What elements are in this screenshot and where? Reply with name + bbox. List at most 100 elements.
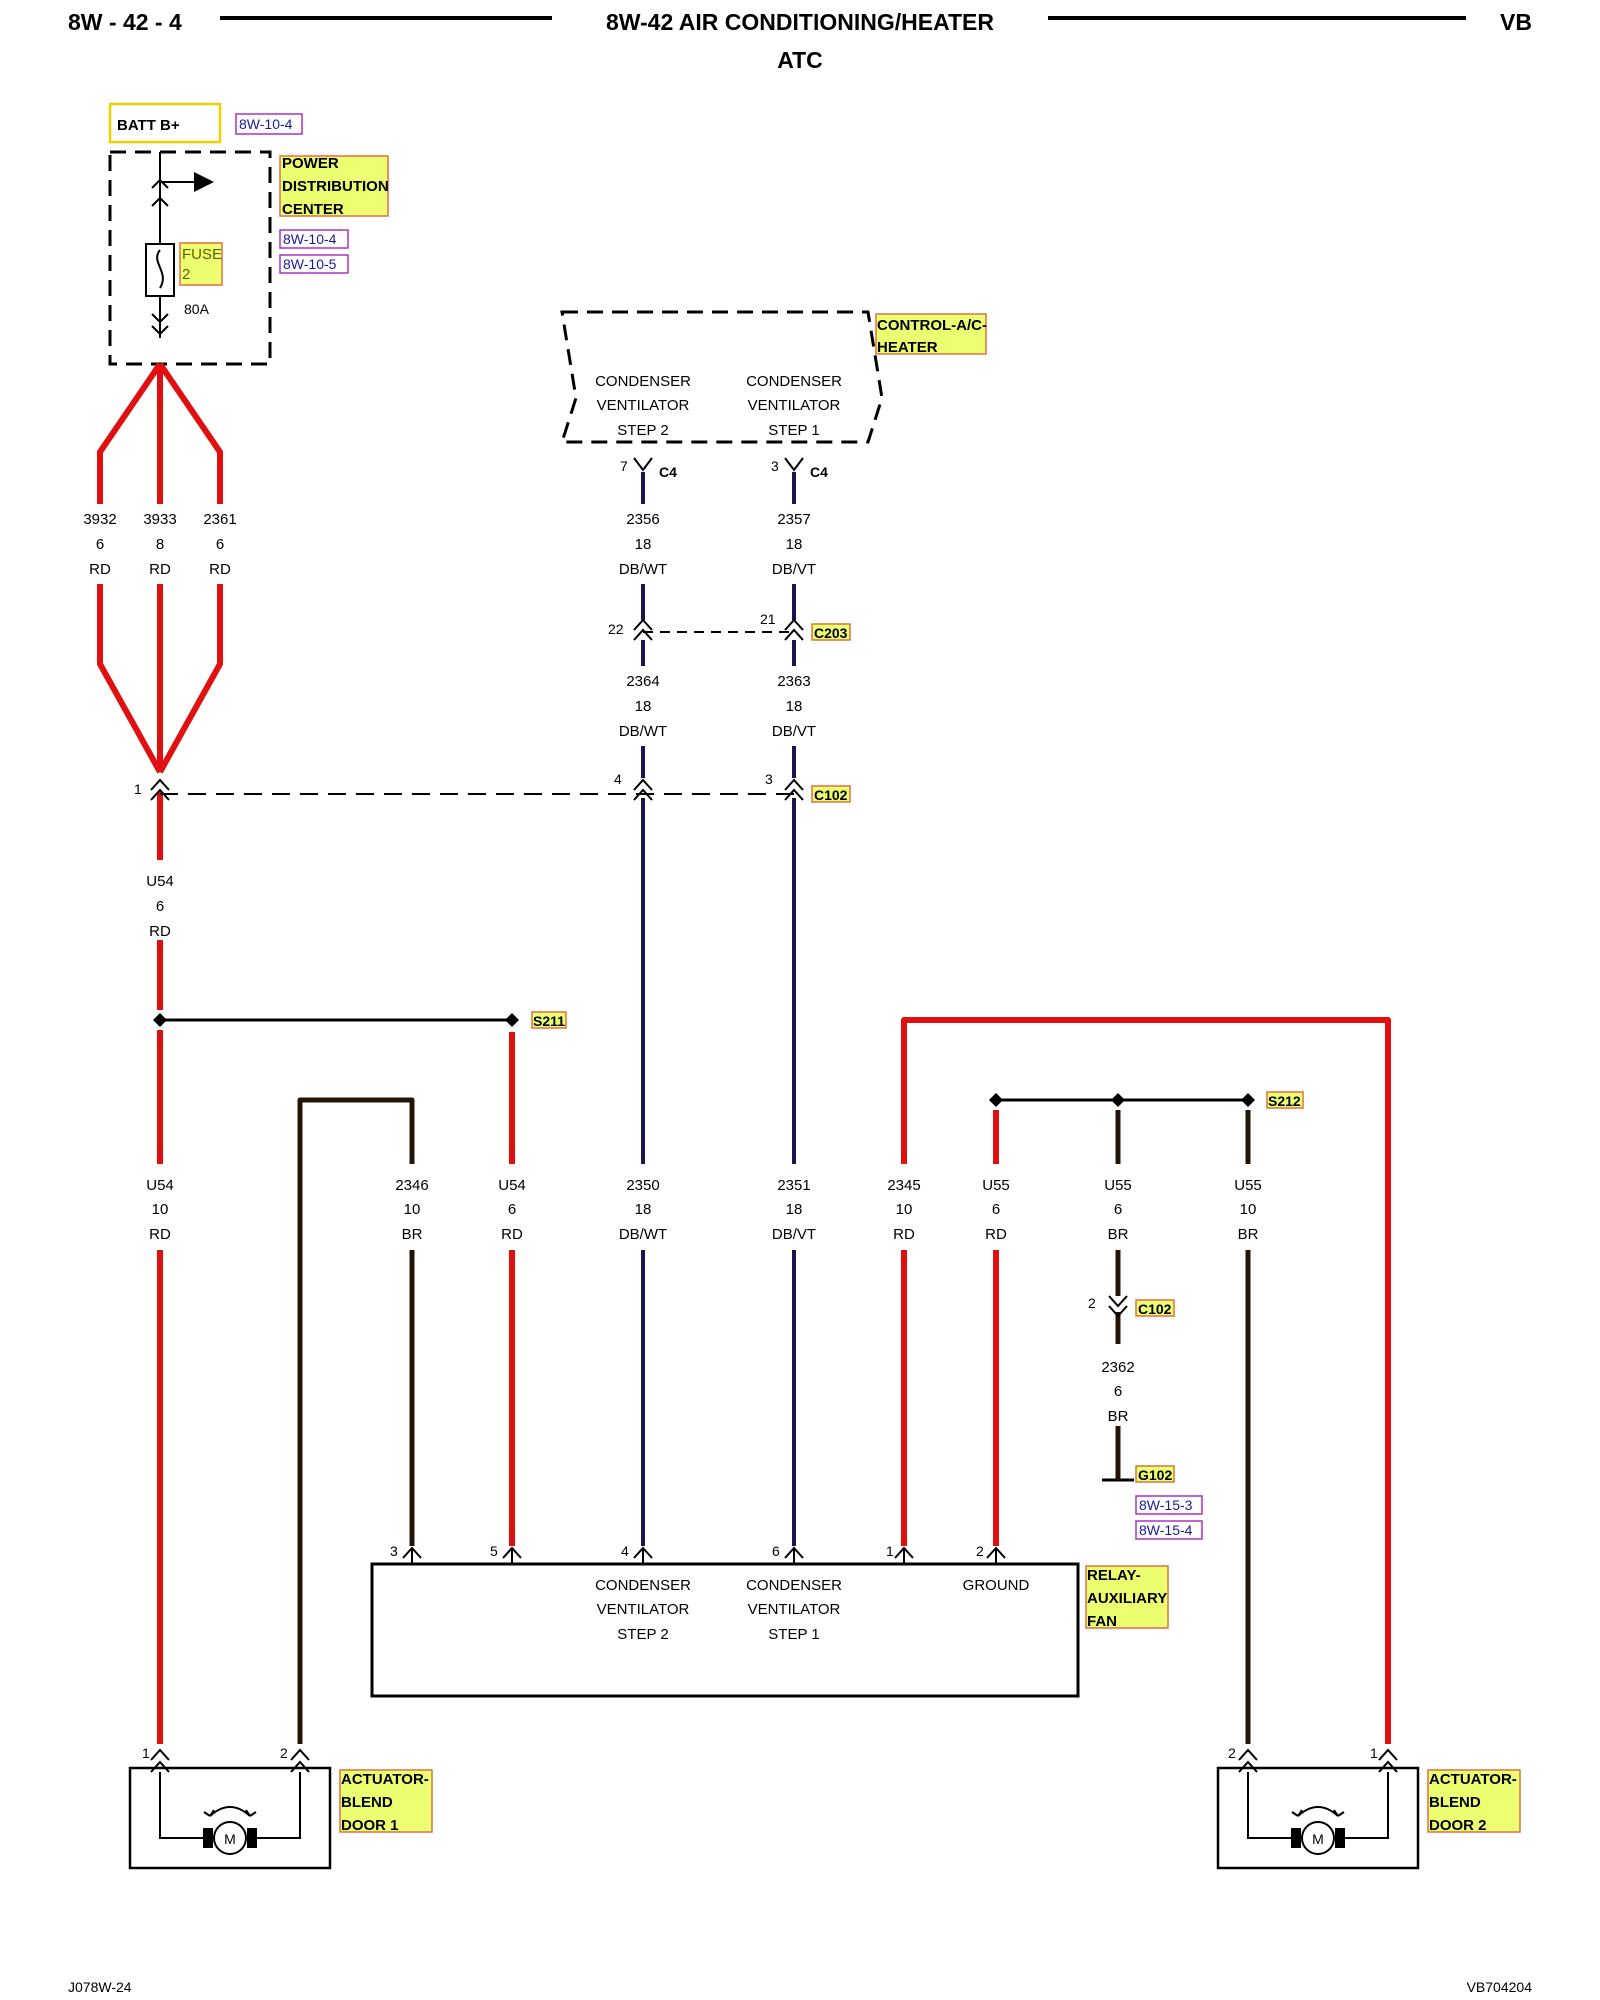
svg-text:6: 6 — [1114, 1383, 1122, 1400]
page-title: 8W-42 AIR CONDITIONING/HEATER — [606, 9, 994, 35]
svg-text:DB/VT: DB/VT — [772, 723, 816, 740]
ground-ref-1[interactable]: 8W-15-3 — [1135, 1495, 1203, 1515]
svg-text:2357: 2357 — [777, 511, 810, 528]
pdc-ref-2[interactable]: 8W-10-5 — [279, 254, 349, 274]
svg-text:18: 18 — [635, 1201, 652, 1218]
svg-text:CENTER: CENTER — [282, 201, 344, 218]
batt-ref[interactable]: 8W-10-4 — [235, 113, 303, 135]
svg-text:CONDENSER: CONDENSER — [746, 1577, 842, 1594]
control-output-step2: CONDENSER VENTILATOR STEP 2 — [595, 373, 691, 439]
svg-text:2364: 2364 — [626, 673, 659, 690]
svg-text:FUSE: FUSE — [182, 246, 222, 263]
svg-text:18: 18 — [635, 698, 652, 715]
fuse-label: FUSE 2 — [179, 242, 223, 286]
red-feed-wires — [97, 362, 1391, 1744]
blue-wires — [641, 472, 796, 1546]
svg-text:1: 1 — [886, 1543, 894, 1559]
actuator2-pin-1: 1 — [1370, 1745, 1378, 1761]
wire-label-2345: 2345 10 RD — [887, 1177, 920, 1243]
page-number: 8W - 42 - 4 — [68, 9, 182, 35]
pdc-internal — [145, 152, 214, 338]
svg-text:RD: RD — [985, 1226, 1007, 1243]
svg-text:DOOR 2: DOOR 2 — [1429, 1817, 1487, 1834]
pdc-ref-1[interactable]: 8W-10-4 — [279, 229, 349, 249]
splice-labels: S211 S212 — [531, 1011, 1304, 1109]
svg-text:U55: U55 — [982, 1177, 1010, 1194]
svg-text:U55: U55 — [1234, 1177, 1262, 1194]
relay-box — [370, 1562, 1080, 1698]
svg-text:S211: S211 — [533, 1013, 565, 1029]
wire-label-3932: 3932 6 RD — [83, 511, 116, 578]
svg-text:U55: U55 — [1104, 1177, 1132, 1194]
page-header: 8W - 42 - 4 8W-42 AIR CONDITIONING/HEATE… — [68, 9, 1532, 73]
svg-text:3: 3 — [771, 458, 779, 474]
svg-text:7: 7 — [620, 458, 628, 474]
svg-text:18: 18 — [786, 698, 803, 715]
svg-text:STEP 1: STEP 1 — [768, 1626, 819, 1643]
wire-label-2362: 2362 6 BR — [1101, 1359, 1134, 1425]
actuator1-pin-2: 2 — [280, 1745, 288, 1761]
svg-text:5: 5 — [490, 1543, 498, 1559]
c102-ground-connector: 2 C102 — [1088, 1295, 1175, 1318]
svg-text:10: 10 — [152, 1201, 169, 1218]
svg-text:C203: C203 — [814, 625, 848, 641]
svg-text:6: 6 — [156, 898, 164, 915]
svg-text:18: 18 — [786, 536, 803, 553]
svg-text:VENTILATOR: VENTILATOR — [748, 397, 841, 414]
svg-text:22: 22 — [608, 621, 624, 637]
svg-text:2351: 2351 — [777, 1177, 810, 1194]
svg-text:ACTUATOR-: ACTUATOR- — [1429, 1771, 1517, 1788]
svg-text:VENTILATOR: VENTILATOR — [748, 1601, 841, 1618]
actuator1-pin-1: 1 — [142, 1745, 150, 1761]
svg-text:ACTUATOR-: ACTUATOR- — [341, 1771, 429, 1788]
wire-label-2351: 2351 18 DB/VT — [772, 1177, 816, 1243]
svg-text:6: 6 — [992, 1201, 1000, 1218]
actuator2-pin-2: 2 — [1228, 1745, 1236, 1761]
relay-pin-numbers: 3 5 4 6 1 2 — [390, 1543, 984, 1559]
svg-text:1: 1 — [134, 781, 142, 797]
svg-text:21: 21 — [760, 611, 776, 627]
relay-input-step2: CONDENSER VENTILATOR STEP 2 — [595, 1577, 691, 1643]
c203-connector: 22 21 C203 — [608, 611, 851, 641]
svg-text:STEP 1: STEP 1 — [768, 422, 819, 439]
svg-text:DOOR 1: DOOR 1 — [341, 1817, 399, 1834]
footer-right-code: VB704204 — [1467, 1979, 1533, 1995]
actuator1-component-label: ACTUATOR- BLEND DOOR 1 — [339, 1769, 433, 1834]
svg-text:CONDENSER: CONDENSER — [746, 373, 842, 390]
ground-ref-2[interactable]: 8W-15-4 — [1135, 1520, 1203, 1540]
svg-text:DISTRIBUTION: DISTRIBUTION — [282, 178, 389, 195]
page-subtitle: ATC — [777, 47, 823, 73]
svg-text:DB/WT: DB/WT — [619, 1226, 667, 1243]
wire-label-u54-feed: U54 6 RD — [146, 873, 174, 940]
relay-input-step1: CONDENSER VENTILATOR STEP 1 — [746, 1577, 842, 1643]
wire-label-u55-actuator2: U55 10 BR — [1234, 1177, 1262, 1243]
control-output-step1: CONDENSER VENTILATOR STEP 1 — [746, 373, 842, 439]
svg-text:G102: G102 — [1138, 1467, 1172, 1483]
svg-text:8W-10-5: 8W-10-5 — [283, 256, 337, 272]
svg-text:4: 4 — [621, 1543, 629, 1559]
svg-text:U54: U54 — [146, 873, 174, 890]
svg-text:2356: 2356 — [626, 511, 659, 528]
svg-text:C4: C4 — [659, 464, 677, 480]
svg-text:C4: C4 — [810, 464, 828, 480]
svg-text:BR: BR — [402, 1226, 423, 1243]
svg-text:10: 10 — [404, 1201, 421, 1218]
actuator2-component-label: ACTUATOR- BLEND DOOR 2 — [1427, 1769, 1521, 1834]
svg-text:2361: 2361 — [203, 511, 236, 528]
svg-text:HEATER: HEATER — [877, 339, 938, 356]
svg-text:BR: BR — [1238, 1226, 1259, 1243]
wire-label-u55-ground: U55 6 BR — [1104, 1177, 1132, 1243]
wire-label-2361: 2361 6 RD — [203, 511, 236, 578]
svg-text:STEP 2: STEP 2 — [617, 422, 668, 439]
svg-text:RD: RD — [89, 561, 111, 578]
svg-text:RD: RD — [149, 561, 171, 578]
splice-bus-wires — [160, 1018, 1248, 1102]
control-box — [559, 310, 884, 444]
pdc-component-label: POWER DISTRIBUTION CENTER — [279, 155, 389, 218]
pdc-box — [108, 150, 272, 366]
control-connector-pins: 7 3 C4 C4 — [620, 457, 828, 480]
svg-text:BR: BR — [1108, 1226, 1129, 1243]
svg-text:2350: 2350 — [626, 1177, 659, 1194]
batt-label: BATT B+ — [108, 102, 222, 144]
actuator1-motor-symbol: M — [224, 1831, 236, 1847]
